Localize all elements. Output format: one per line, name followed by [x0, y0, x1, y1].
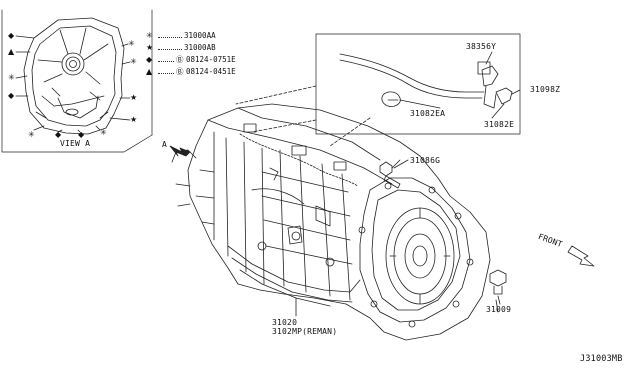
diagram-code: J31003MB [580, 354, 623, 364]
symbol-star: ★ [130, 115, 138, 124]
part-label-31082EA[interactable]: 31082EA [410, 109, 446, 118]
part-label-31020[interactable]: 31020 [272, 318, 298, 327]
symbol-diamond: ◆ [55, 130, 62, 139]
legend-symbol-asterisk: ✳ [146, 31, 153, 40]
transmission-assembly [171, 103, 491, 341]
symbol-triangle: ▲ [8, 47, 15, 56]
converter-housing-view-a [15, 17, 131, 135]
view-direction-arrow [169, 145, 191, 157]
part-label-31086G[interactable]: 31086G [410, 156, 441, 165]
legend-prefix-b-2: Ⓑ [176, 67, 184, 76]
part-label-38356Y[interactable]: 38356Y [466, 42, 497, 51]
front-arrow [567, 245, 595, 267]
symbol-asterisk: ✳ [130, 57, 137, 66]
symbol-asterisk: ✳ [28, 130, 35, 139]
view-a-label: VIEW A [60, 139, 91, 148]
legend-symbol-triangle: ▲ [146, 67, 153, 76]
legend-symbol-diamond: ◆ [146, 55, 153, 64]
plug-31009 [489, 269, 507, 305]
part-label-31098Z[interactable]: 31098Z [530, 85, 561, 94]
part-label-31082E[interactable]: 31082E [484, 120, 515, 129]
legend-code-31000AA: 31000AA [184, 31, 216, 40]
legend-code-31000AB: 31000AB [184, 43, 216, 52]
legend-prefix-b: Ⓑ [176, 55, 184, 64]
legend-code-08124-0751E: 08124-0751E [186, 55, 236, 64]
harness-assembly [339, 53, 513, 109]
harness-callout-box [315, 33, 521, 135]
part-label-31009[interactable]: 31009 [486, 305, 512, 314]
part-label-3102MP[interactable]: 3102MP(REMAN) [272, 327, 338, 336]
symbol-star: ★ [130, 93, 138, 102]
view-a-frame [1, 9, 153, 153]
symbol-diamond: ◆ [78, 130, 85, 139]
symbol-diamond: ◆ [8, 31, 15, 40]
legend-code-08124-0451E: 08124-0451E [186, 67, 236, 76]
symbol-asterisk: ✳ [128, 39, 135, 48]
symbol-asterisk: ✳ [8, 73, 15, 82]
legend-symbol-star: ★ [146, 43, 154, 52]
bolt-31086G [379, 159, 401, 189]
view-marker-a: A [162, 140, 168, 149]
symbol-asterisk: ✳ [100, 128, 107, 137]
symbol-diamond: ◆ [8, 91, 15, 100]
